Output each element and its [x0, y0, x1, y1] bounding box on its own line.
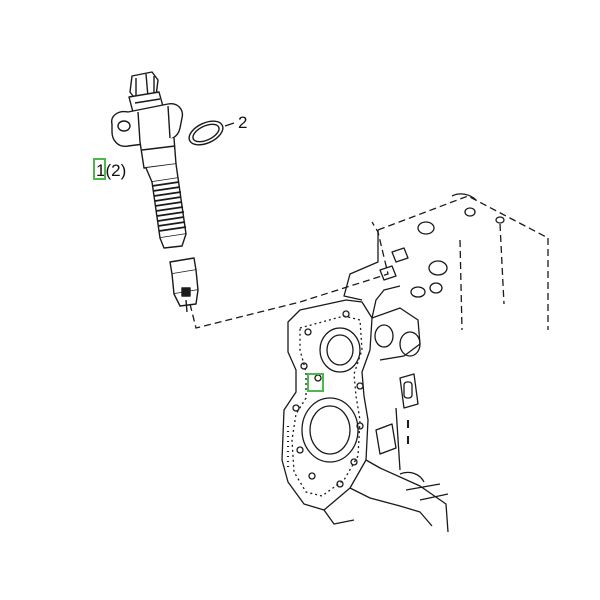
fuel-injector-icon — [111, 71, 199, 313]
engine-block-icon — [281, 193, 549, 533]
part-1-quantity: (2) — [105, 161, 127, 180]
callout-part-1: 1(2) — [96, 162, 126, 179]
part-2-number: 2 — [238, 113, 248, 132]
injector-location-highlight[interactable] — [307, 373, 324, 392]
o-ring-icon — [188, 120, 235, 146]
part-1-number: 1 — [96, 161, 106, 180]
part-1-callout-highlight[interactable] — [93, 158, 106, 180]
assembly-leader-line — [189, 221, 389, 329]
callout-part-2: 2 — [238, 114, 247, 131]
